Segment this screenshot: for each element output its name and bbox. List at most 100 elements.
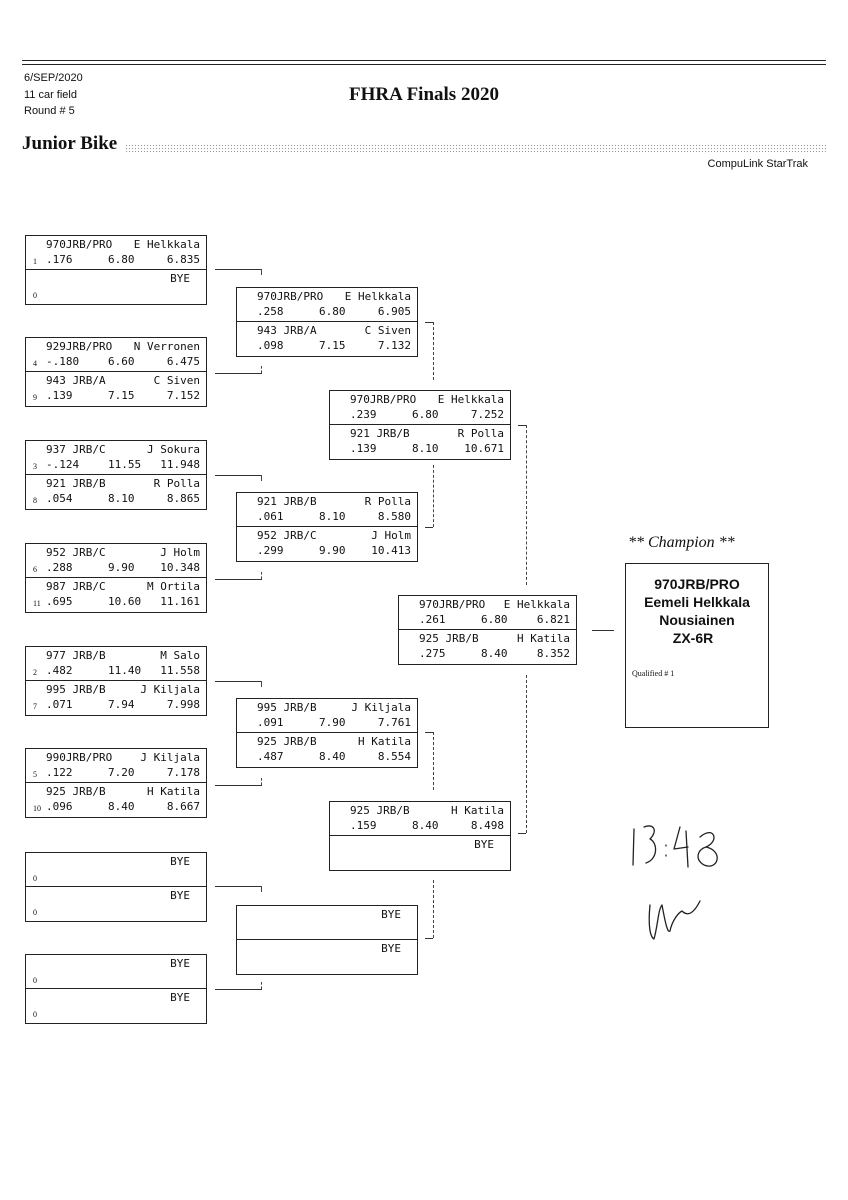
driver-name: J Holm xyxy=(160,546,200,559)
reaction-time: .288 xyxy=(46,561,73,574)
bracket-connector xyxy=(592,630,614,631)
reaction-time: .299 xyxy=(257,544,284,557)
dial-in: 7.90 xyxy=(319,716,346,729)
car-number: 990JRB/PRO xyxy=(46,751,113,764)
car-number: 937 JRB/C xyxy=(46,443,106,456)
driver-name: R Polla xyxy=(153,477,200,490)
bye-label: BYE xyxy=(474,838,494,851)
driver-name: C Siven xyxy=(153,374,200,387)
bracket-connector xyxy=(261,475,262,481)
car-number: 970JRB/PRO xyxy=(257,290,324,303)
bracket-connector xyxy=(215,681,262,682)
brand-label: CompuLink StarTrak xyxy=(707,158,808,170)
bracket-connector xyxy=(261,366,262,373)
car-number: 925 JRB/B xyxy=(419,632,479,645)
champion-team: Nousiainen xyxy=(659,612,735,628)
elapsed-time: 7.178 xyxy=(166,766,200,779)
dial-in: 8.10 xyxy=(108,492,135,505)
elapsed-time: 8.498 xyxy=(470,819,504,832)
bracket-connector xyxy=(433,465,434,527)
bracket-connector xyxy=(526,675,527,833)
elapsed-time: 11.558 xyxy=(160,664,200,677)
reaction-time: .098 xyxy=(257,339,284,352)
reaction-time: .061 xyxy=(257,510,284,523)
elapsed-time: 8.352 xyxy=(536,647,570,660)
dial-in: 8.40 xyxy=(319,750,346,763)
elapsed-time: 8.865 xyxy=(166,492,200,505)
seed-number: 11 xyxy=(33,599,41,608)
dial-in: 6.80 xyxy=(108,253,135,266)
bracket-connector xyxy=(425,732,433,733)
champion-label: ** Champion ** xyxy=(628,534,735,551)
reaction-time: .091 xyxy=(257,716,284,729)
elapsed-time: 7.152 xyxy=(166,389,200,402)
seed-number: 0 xyxy=(33,1010,37,1019)
car-number: 929JRB/PRO xyxy=(46,340,113,353)
page-title: FHRA Finals 2020 xyxy=(349,84,499,105)
car-number: 925 JRB/B xyxy=(46,785,106,798)
competitor-slot: BYE xyxy=(237,940,417,973)
bracket-connector xyxy=(215,579,262,580)
elapsed-time: 7.252 xyxy=(470,408,504,421)
bracket-connector xyxy=(433,322,434,380)
reaction-time: .695 xyxy=(46,595,73,608)
dial-in: 6.80 xyxy=(481,613,508,626)
car-number: 921 JRB/B xyxy=(350,427,410,440)
reaction-time: .159 xyxy=(350,819,377,832)
bracket-connector xyxy=(215,785,262,786)
bye-label: BYE xyxy=(381,908,401,921)
champion-box: 970JRB/PRO Eemeli Helkkala Nousiainen ZX… xyxy=(625,563,769,728)
car-number: 995 JRB/B xyxy=(46,683,106,696)
driver-name: J Kiljala xyxy=(140,751,200,764)
car-number: 925 JRB/B xyxy=(257,735,317,748)
bracket-connector xyxy=(261,982,262,989)
champion-car: 970JRB/PRO xyxy=(654,576,740,592)
car-number: 970JRB/PRO xyxy=(350,393,417,406)
reaction-time: .275 xyxy=(419,647,446,660)
car-number: 943 JRB/A xyxy=(257,324,317,337)
event-date: 6/SEP/2020 xyxy=(24,72,83,84)
bracket-connector xyxy=(261,269,262,275)
bracket-connector xyxy=(215,373,262,374)
dial-in: 10.60 xyxy=(108,595,142,608)
driver-name: E Helkkala xyxy=(437,393,504,406)
driver-name: E Helkkala xyxy=(503,598,570,611)
reaction-time: .139 xyxy=(350,442,377,455)
bracket-connector xyxy=(261,778,262,785)
dial-in: 7.15 xyxy=(108,389,135,402)
driver-name: H Katila xyxy=(147,785,200,798)
bye-label: BYE xyxy=(170,272,190,285)
seed-number: 0 xyxy=(33,976,37,985)
driver-name: M Salo xyxy=(160,649,200,662)
elapsed-time: 10.413 xyxy=(371,544,411,557)
car-number: 995 JRB/B xyxy=(257,701,317,714)
reaction-time: .239 xyxy=(350,408,377,421)
reaction-time: .258 xyxy=(257,305,284,318)
driver-name: H Katila xyxy=(358,735,411,748)
bracket-connector xyxy=(425,938,433,939)
bye-label: BYE xyxy=(170,991,190,1004)
bye-label: BYE xyxy=(170,957,190,970)
elapsed-time: 7.132 xyxy=(377,339,411,352)
car-number: 921 JRB/B xyxy=(257,495,317,508)
dial-in: 8.40 xyxy=(108,800,135,813)
car-number: 925 JRB/B xyxy=(350,804,410,817)
reaction-time: .054 xyxy=(46,492,73,505)
elapsed-time: 7.761 xyxy=(377,716,411,729)
dial-in: 9.90 xyxy=(319,544,346,557)
